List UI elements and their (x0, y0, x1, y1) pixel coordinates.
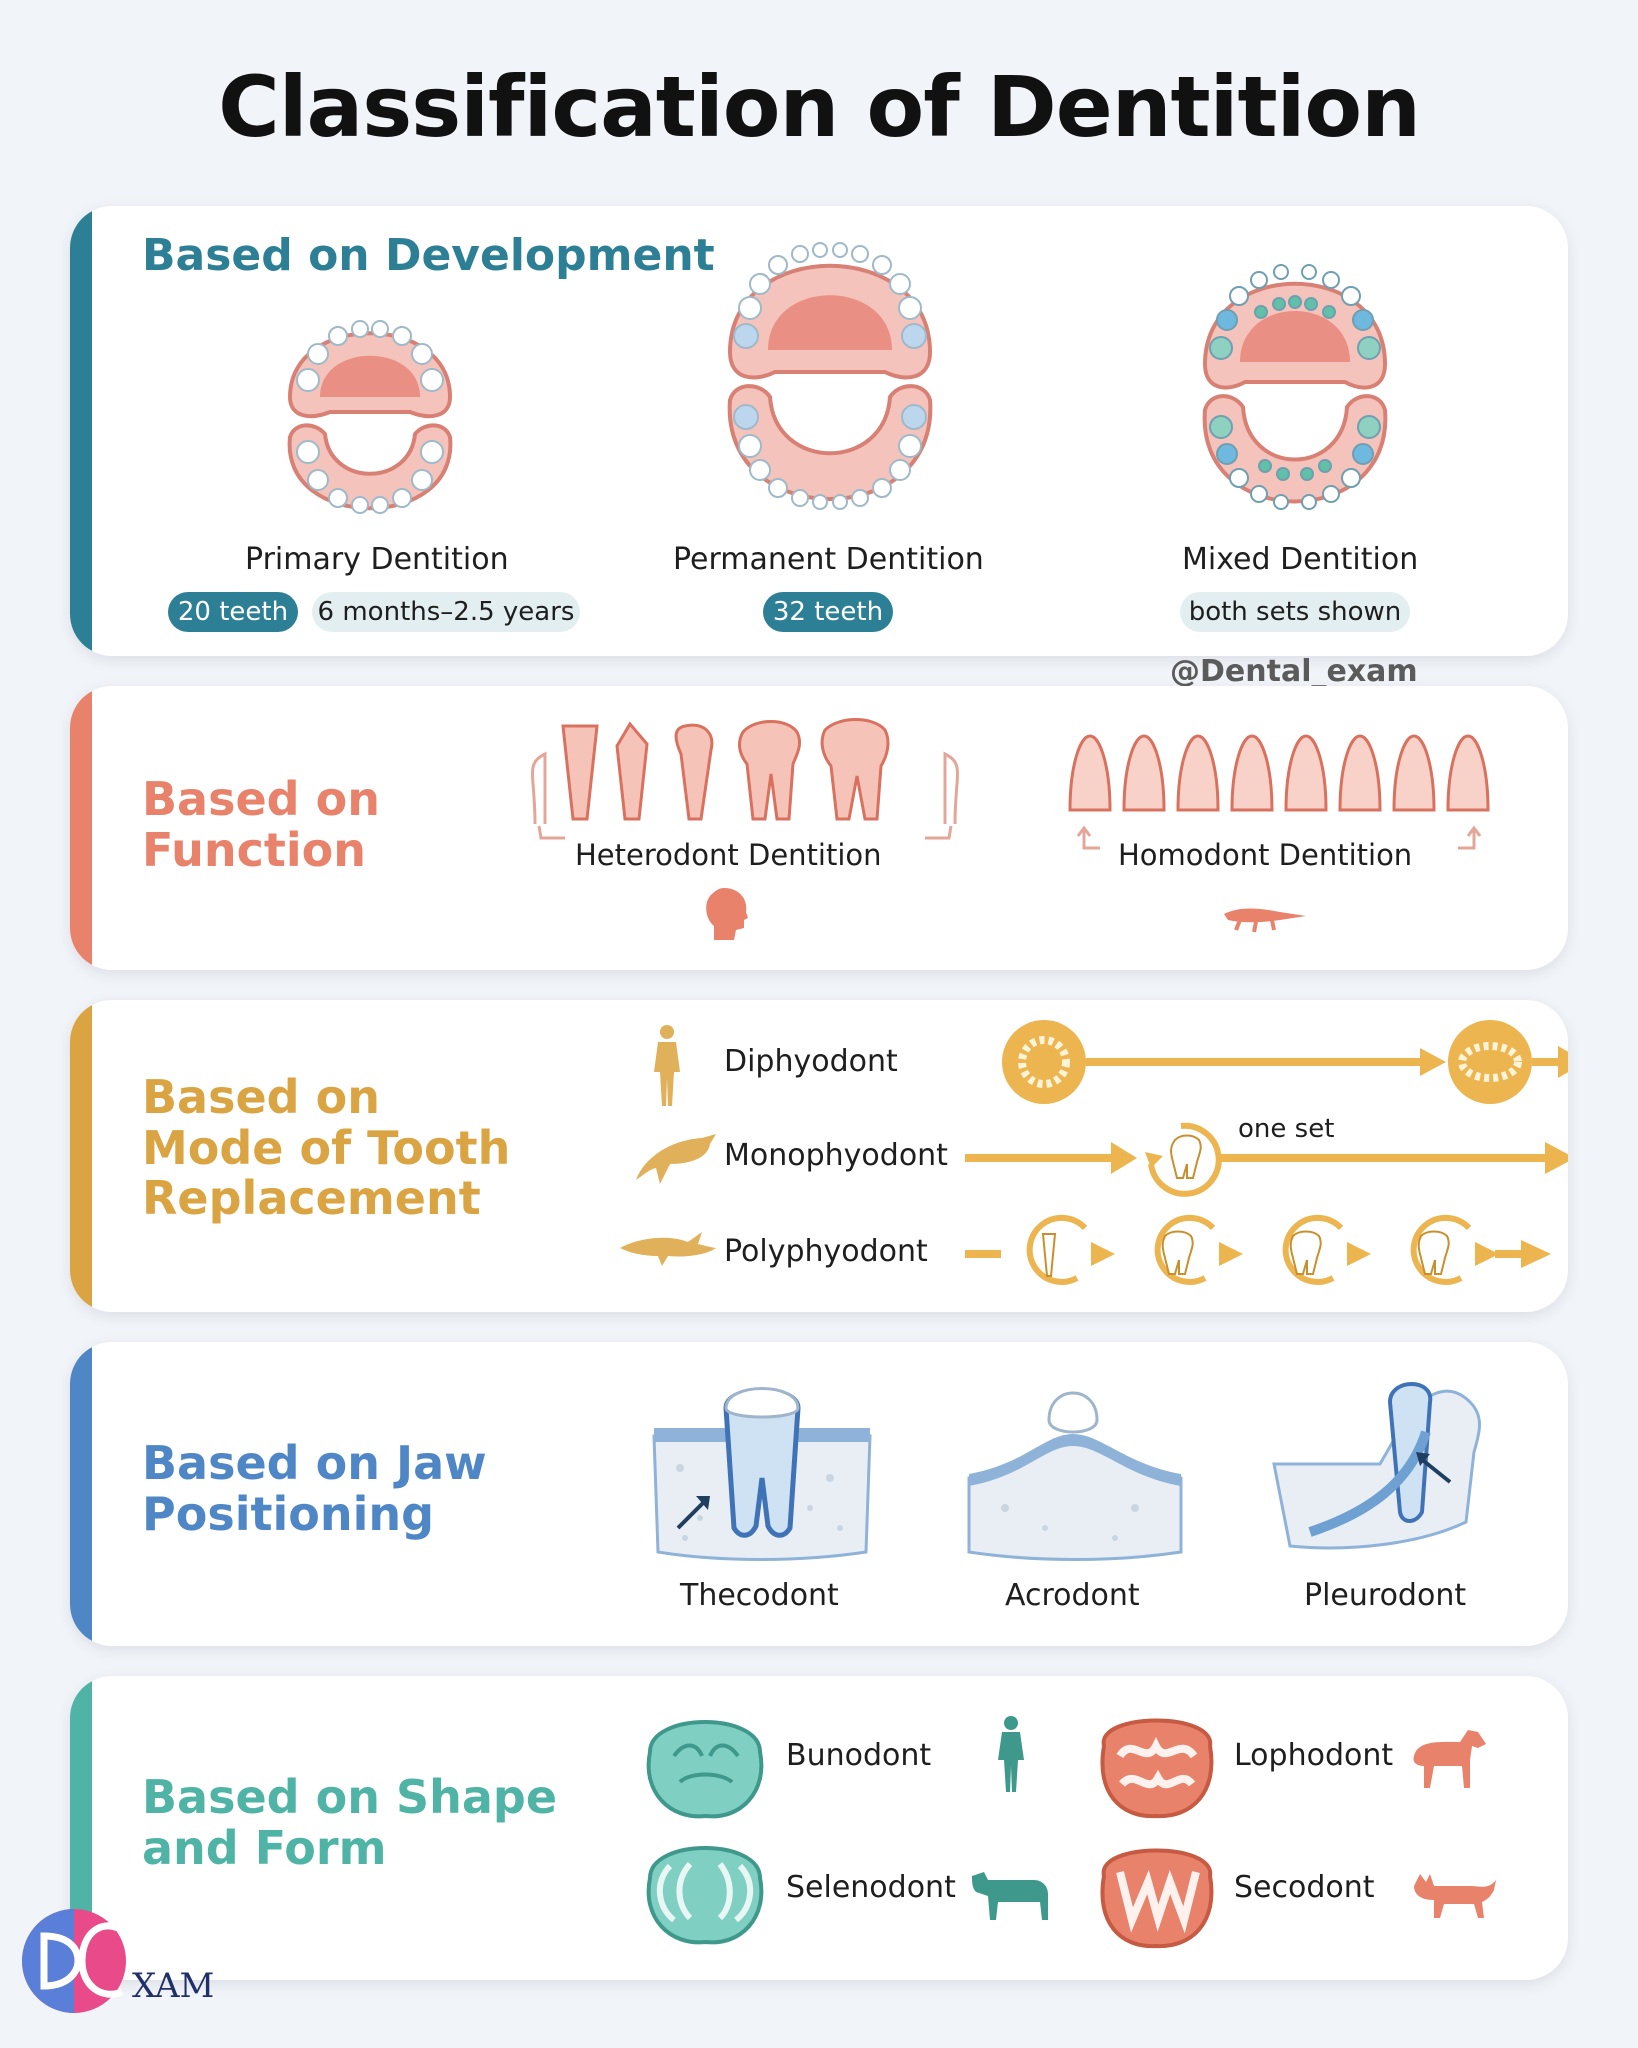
one-set-label: one set (1238, 1114, 1335, 1144)
human-figure-icon (998, 1716, 1024, 1792)
accent-bar (70, 1000, 92, 1312)
pleurodont-icon (1272, 1382, 1481, 1550)
acrodont-icon (967, 1391, 1183, 1561)
section-heading-function: Based on Function (142, 774, 380, 875)
lophodont-label: Lophodont (1234, 1738, 1394, 1773)
handle-watermark: @Dental_exam (1170, 654, 1418, 689)
heterodont-teeth-icon (531, 718, 959, 840)
heterodont-label: Heterodont Dentition (575, 838, 882, 872)
monophyodont-label: Monophyodont (724, 1138, 948, 1173)
thecodont-label: Thecodont (680, 1578, 839, 1613)
card-shape: Based on Shape and Form Bunodont Lophodo… (70, 1676, 1568, 1980)
heading-line: Based on (142, 772, 380, 826)
section-heading-development: Based on Development (142, 230, 715, 281)
horse-icon (1413, 1730, 1486, 1788)
mixed-arch-icon (1202, 264, 1388, 510)
accent-bar (70, 1676, 92, 1980)
cat-icon (1414, 1874, 1496, 1918)
lophodont-tooth-icon (1100, 1718, 1214, 1819)
homodont-teeth-icon (1068, 734, 1490, 850)
cow-icon (972, 1872, 1048, 1920)
heading-line: and Form (142, 1820, 387, 1875)
heading-line: Based on (142, 1070, 380, 1124)
secodont-label: Secodont (1234, 1870, 1375, 1905)
polyphyodont-cycle-diagram (965, 1214, 1551, 1285)
dolphin-icon (636, 1134, 716, 1184)
polyphyodont-label: Polyphyodont (724, 1234, 928, 1269)
card-jaw: Based on Jaw Positioning Thecodont Acrod… (70, 1342, 1568, 1646)
logo-text: XAM (132, 1966, 215, 2006)
human-figure-icon (654, 1025, 680, 1106)
primary-dentition-label: Primary Dentition (245, 542, 509, 577)
dental-exam-logo-icon (22, 1909, 126, 2013)
card-replacement: Based on Mode of Tooth Replacement Diphy… (70, 1000, 1568, 1312)
accent-bar (70, 206, 92, 656)
card-function: Based on Function Heterodont Dentition (70, 686, 1568, 970)
secodont-tooth-icon (1100, 1848, 1214, 1949)
diphyodont-label: Diphyodont (724, 1044, 898, 1079)
heading-line: Positioning (142, 1486, 435, 1541)
section-heading-jaw: Based on Jaw Positioning (142, 1438, 487, 1539)
selenodont-tooth-icon (646, 1846, 764, 1945)
heading-line: Mode of Tooth (142, 1120, 511, 1175)
section-heading-shape: Based on Shape and Form (142, 1772, 557, 1873)
bunodont-tooth-icon (646, 1720, 764, 1819)
accent-bar (70, 686, 92, 970)
mixed-dentition-label: Mixed Dentition (1182, 542, 1419, 577)
heading-line: Function (142, 822, 367, 877)
heading-line: Based on Jaw (142, 1436, 487, 1490)
diphyodont-arrow-diagram (1002, 1020, 1568, 1104)
mixed-note-badge: both sets shown (1180, 592, 1410, 632)
pleurodont-label: Pleurodont (1304, 1578, 1467, 1613)
heading-line: Based on Shape (142, 1770, 558, 1824)
acrodont-label: Acrodont (1005, 1578, 1140, 1613)
primary-arch-icon (287, 320, 453, 514)
permanent-arch-icon (727, 242, 933, 510)
card-development: Based on Development Primary Dentiti (70, 206, 1568, 656)
primary-age-badge: 6 months–2.5 years (312, 592, 580, 632)
page-title: Classification of Dentition (218, 58, 1421, 156)
permanent-count-badge: 32 teeth (763, 592, 893, 632)
monophyodont-arrow-diagram (965, 1122, 1568, 1197)
permanent-dentition-label: Permanent Dentition (673, 542, 984, 577)
selenodont-label: Selenodont (786, 1870, 956, 1905)
shark-icon (620, 1232, 716, 1266)
thecodont-icon (652, 1387, 872, 1561)
crocodile-icon (1224, 908, 1306, 933)
human-head-icon (706, 888, 748, 940)
accent-bar (70, 1342, 92, 1646)
primary-count-badge: 20 teeth (168, 592, 298, 632)
homodont-label: Homodont Dentition (1118, 838, 1413, 872)
bunodont-label: Bunodont (786, 1738, 932, 1773)
section-heading-replacement: Based on Mode of Tooth Replacement (142, 1072, 510, 1224)
heading-line: Replacement (142, 1171, 481, 1226)
